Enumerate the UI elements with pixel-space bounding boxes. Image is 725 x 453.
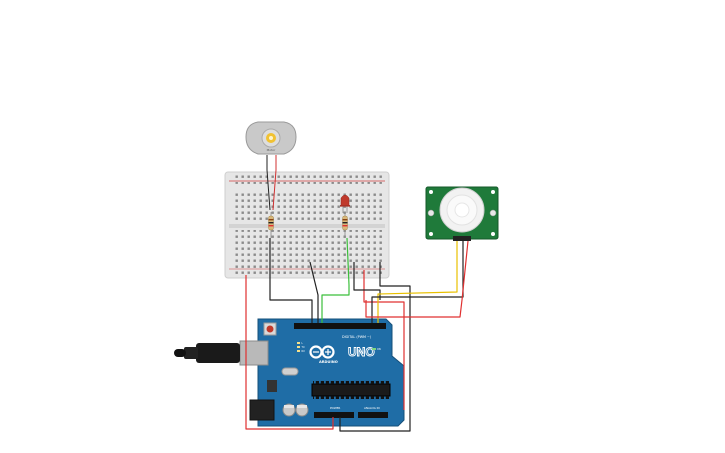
upper-terminal-holes [232, 190, 382, 222]
atmega-chip [311, 383, 391, 397]
resistor-motor[interactable] [268, 212, 274, 238]
wires [245, 237, 469, 432]
arduino-uno-board[interactable]: DIGITAL (PWM ~) ARDUINO UNO L TX RX ON [239, 318, 405, 427]
breadboard[interactable] [224, 171, 390, 279]
pir-header-pins [453, 236, 471, 241]
crystal-oscillator [281, 367, 299, 376]
model-label: UNO [348, 345, 375, 359]
tx-led-label: TX [302, 346, 305, 349]
top-rail-holes-1 [232, 175, 382, 180]
wire-gnd-black-1[interactable] [309, 261, 319, 323]
on-led [372, 348, 376, 350]
pir-sensitivity-pot-icon[interactable] [427, 209, 435, 217]
usb-cable[interactable] [174, 343, 240, 363]
analog-label: ANALOG IN [364, 406, 380, 410]
l-led [297, 342, 300, 344]
red-led[interactable] [340, 194, 350, 213]
voltage-regulator [267, 380, 277, 392]
power-jack [249, 399, 275, 421]
pir-motion-sensor[interactable] [425, 186, 499, 241]
on-led-label: ON [377, 348, 381, 351]
arduino-infinity-logo-icon [309, 345, 335, 359]
wire-motor-signal-black[interactable] [269, 238, 313, 323]
motor-lead-red [272, 155, 277, 211]
pir-delay-pot-icon[interactable] [489, 209, 497, 217]
usb-plug [196, 343, 240, 363]
usb-cable-end-icon [174, 349, 186, 357]
rx-led-label: RX [302, 350, 306, 353]
wire-pir-gnd-black[interactable] [371, 241, 464, 323]
tx-led [297, 346, 300, 348]
wire-led-signal-green[interactable] [321, 237, 350, 323]
motor-label: Motor [267, 148, 276, 152]
top-rail-holes-2 [232, 182, 382, 187]
digital-label: DIGITAL (PWM ~) [342, 335, 372, 339]
center-trench [229, 224, 385, 228]
reset-button-icon [266, 325, 274, 333]
bottom-rail-holes-1 [232, 264, 382, 269]
wire-gnd-black-2[interactable] [339, 262, 411, 432]
wire-rail-red[interactable] [363, 270, 405, 410]
power-label: POWER [330, 406, 340, 410]
rx-led [297, 350, 300, 352]
lower-terminal-holes [232, 230, 382, 262]
l-led-label: L [302, 342, 304, 345]
usb-port [239, 340, 269, 366]
wire-5v-red[interactable] [245, 275, 334, 430]
motor-lead-black [266, 155, 271, 211]
wire-gnd-black-3[interactable] [353, 262, 381, 300]
resistor-led[interactable] [342, 212, 348, 238]
wire-pir-signal-yellow[interactable] [377, 241, 458, 323]
wire-pir-vcc-red[interactable] [365, 240, 469, 318]
brand-label: ARDUINO [319, 360, 338, 364]
bottom-rail-holes-2 [232, 270, 382, 275]
dc-motor[interactable]: Motor [245, 121, 297, 155]
